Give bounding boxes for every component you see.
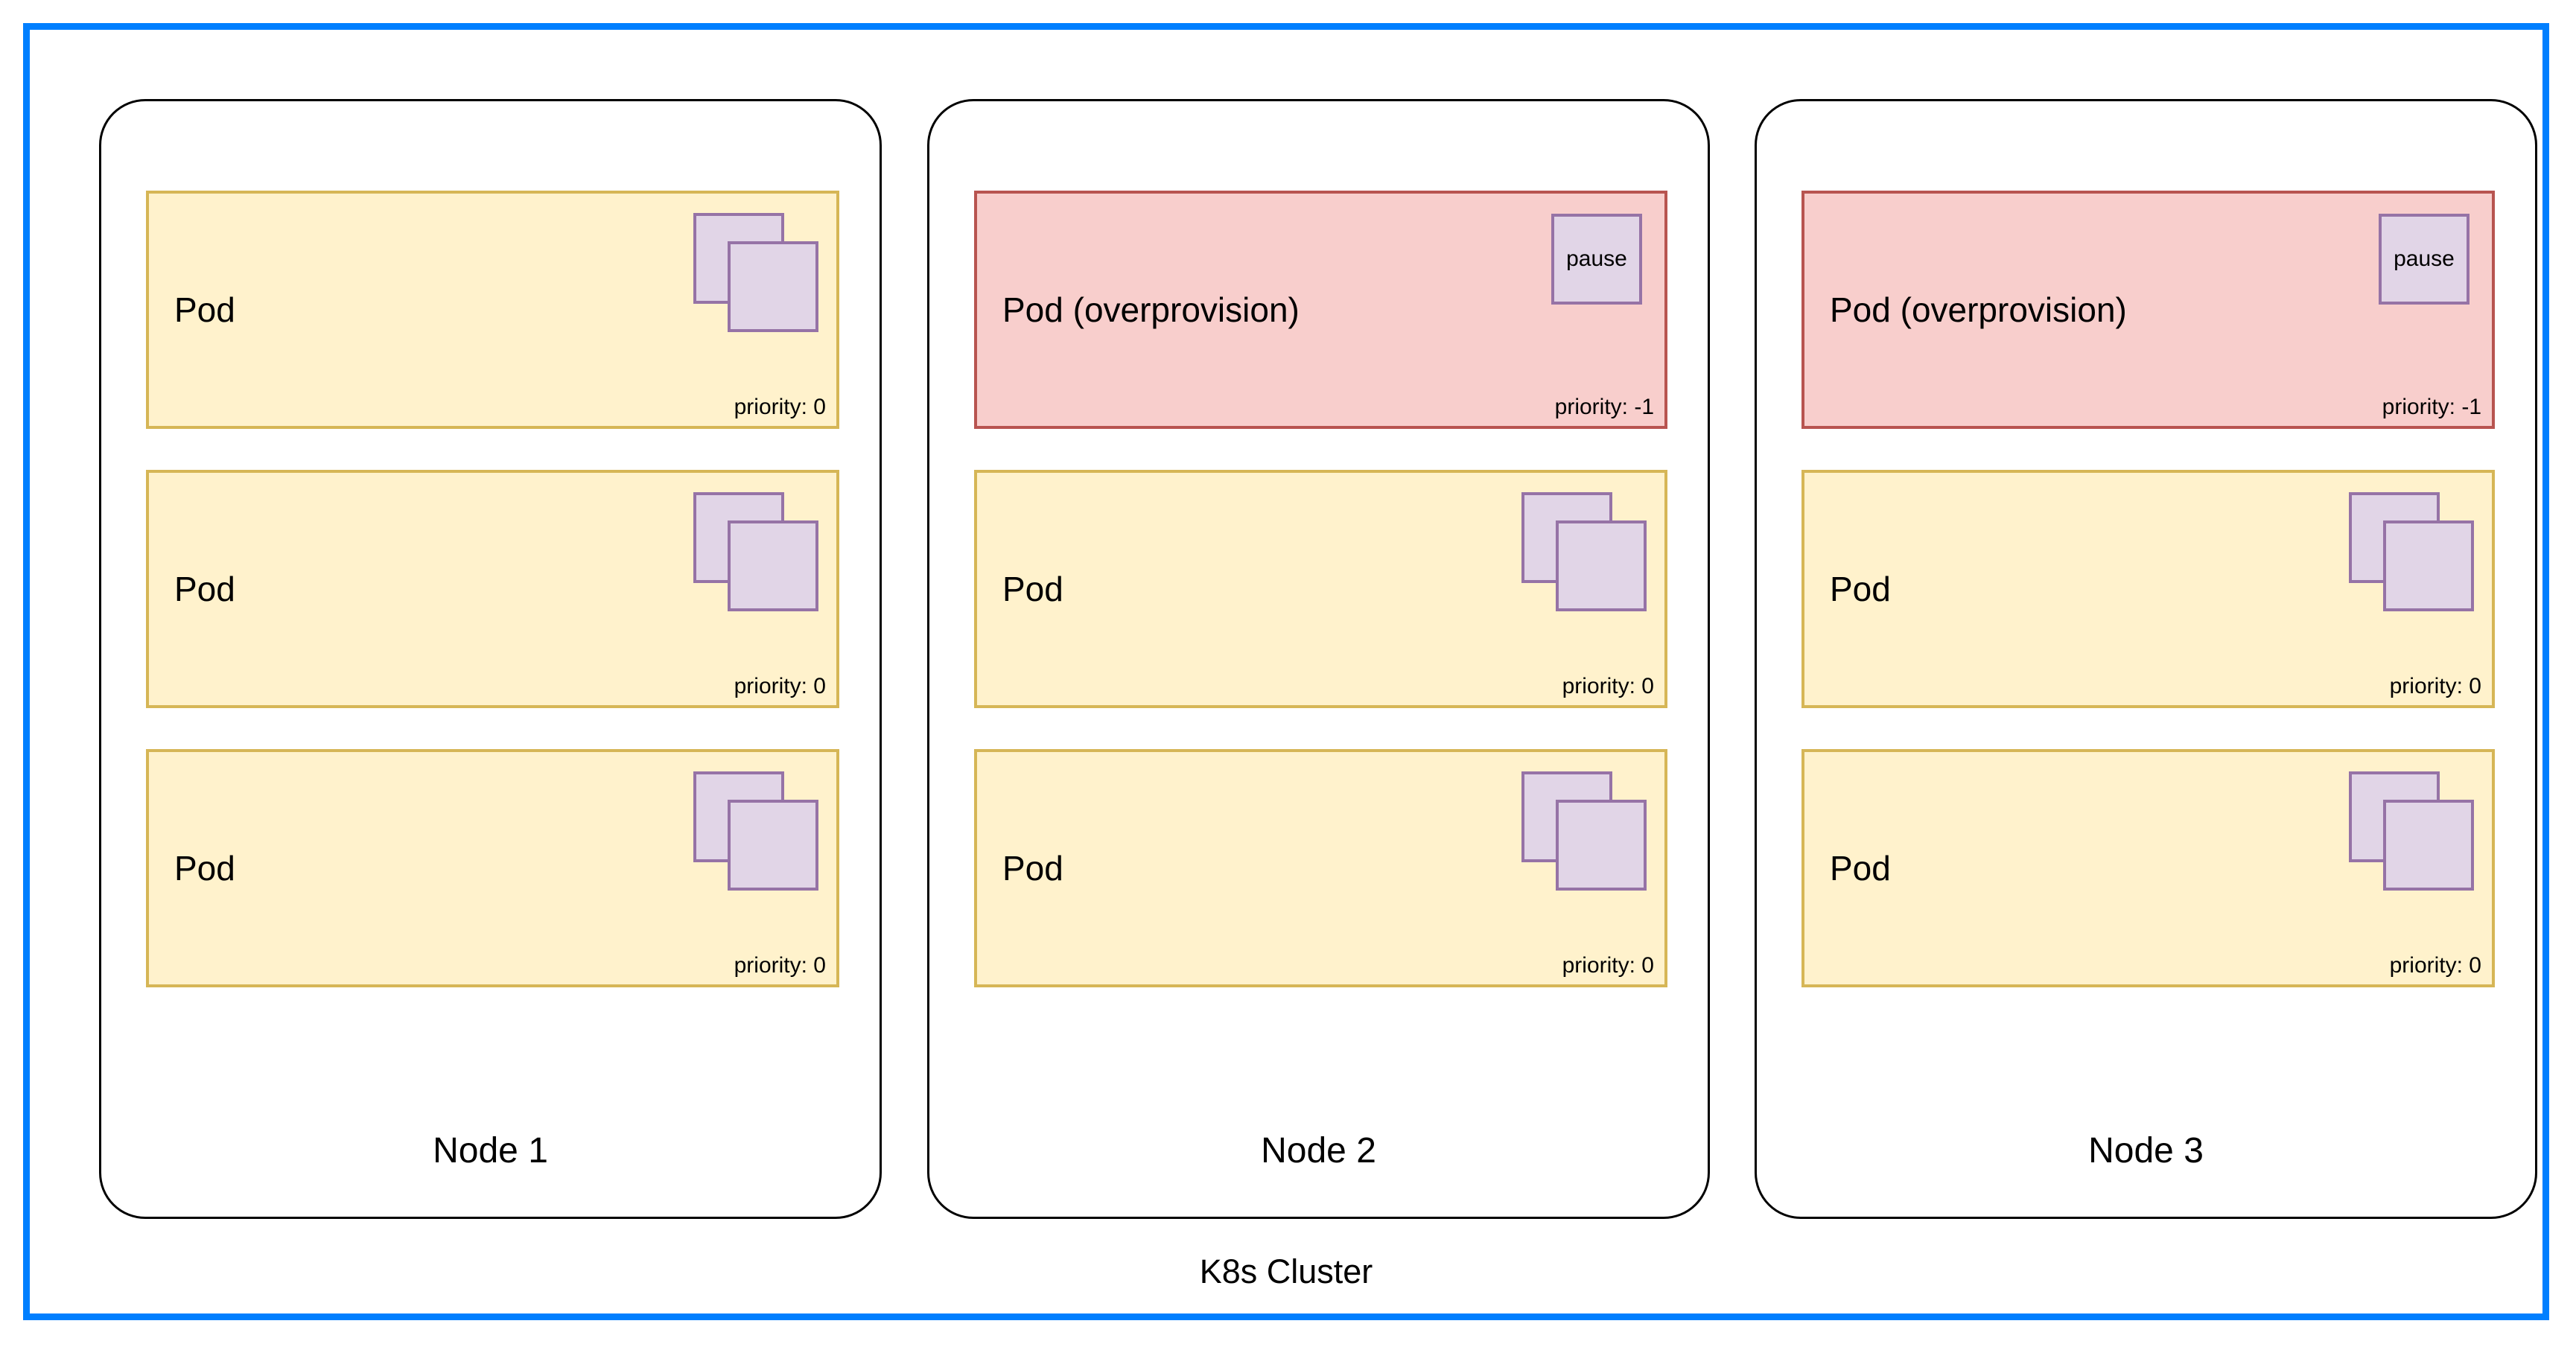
container-square-front bbox=[2383, 800, 2474, 891]
node-3[interactable]: Pod (overprovision) pause priority: -1 P… bbox=[1755, 99, 2537, 1219]
pod-priority-label: priority: 0 bbox=[1562, 674, 1654, 698]
pod-priority-label: priority: -1 bbox=[1554, 395, 1654, 419]
pod-node1-row3[interactable]: Pod priority: 0 bbox=[146, 749, 839, 987]
pod-node3-row2[interactable]: Pod priority: 0 bbox=[1801, 470, 2495, 708]
containers-icon bbox=[693, 213, 818, 332]
pod-node1-row2[interactable]: Pod priority: 0 bbox=[146, 470, 839, 708]
container-square-front bbox=[728, 241, 818, 332]
containers-icon bbox=[693, 492, 818, 611]
containers-icon bbox=[1521, 492, 1647, 611]
pod-priority-label: priority: 0 bbox=[1562, 953, 1654, 978]
pause-label: pause bbox=[2394, 246, 2455, 271]
pod-priority-label: priority: 0 bbox=[2389, 674, 2481, 698]
pod-priority-label: priority: -1 bbox=[2382, 395, 2481, 419]
pod-label: Pod bbox=[174, 849, 235, 888]
pod-node3-row1-overprovision[interactable]: Pod (overprovision) pause priority: -1 bbox=[1801, 191, 2495, 429]
container-square-front bbox=[1556, 800, 1647, 891]
pod-node2-row1-overprovision[interactable]: Pod (overprovision) pause priority: -1 bbox=[974, 191, 1667, 429]
pause-container-icon: pause bbox=[2379, 214, 2470, 305]
containers-icon bbox=[1521, 771, 1647, 891]
pod-label: Pod (overprovision) bbox=[1830, 290, 2127, 329]
node-label: Node 3 bbox=[2088, 1131, 2204, 1171]
pod-priority-label: priority: 0 bbox=[2389, 953, 2481, 978]
pod-node2-row3[interactable]: Pod priority: 0 bbox=[974, 749, 1667, 987]
pod-node1-row1[interactable]: Pod priority: 0 bbox=[146, 191, 839, 429]
containers-icon bbox=[2349, 492, 2474, 611]
pod-label: Pod bbox=[1830, 849, 1891, 888]
pod-priority-label: priority: 0 bbox=[734, 395, 826, 419]
pod-node2-row2[interactable]: Pod priority: 0 bbox=[974, 470, 1667, 708]
container-square-front bbox=[728, 800, 818, 891]
pod-label: Pod bbox=[1002, 849, 1063, 888]
pod-node3-row3[interactable]: Pod priority: 0 bbox=[1801, 749, 2495, 987]
containers-icon bbox=[693, 771, 818, 891]
k8s-cluster-boundary: Pod priority: 0 Pod priority: 0 Pod bbox=[23, 23, 2549, 1320]
node-label: Node 2 bbox=[1261, 1131, 1376, 1171]
pod-label: Pod bbox=[1830, 570, 1891, 608]
pod-priority-label: priority: 0 bbox=[734, 674, 826, 698]
pod-label: Pod (overprovision) bbox=[1002, 290, 1300, 329]
container-square-front bbox=[2383, 520, 2474, 611]
container-square-front bbox=[1556, 520, 1647, 611]
pause-container-icon: pause bbox=[1551, 214, 1642, 305]
node-label: Node 1 bbox=[433, 1131, 548, 1171]
pause-label: pause bbox=[1566, 246, 1627, 271]
container-square-front bbox=[728, 520, 818, 611]
node-2[interactable]: Pod (overprovision) pause priority: -1 P… bbox=[927, 99, 1710, 1219]
containers-icon bbox=[2349, 771, 2474, 891]
cluster-label: K8s Cluster bbox=[1199, 1252, 1373, 1290]
pod-label: Pod bbox=[174, 290, 235, 329]
pod-label: Pod bbox=[174, 570, 235, 608]
node-1[interactable]: Pod priority: 0 Pod priority: 0 Pod bbox=[99, 99, 882, 1219]
pod-priority-label: priority: 0 bbox=[734, 953, 826, 978]
pod-label: Pod bbox=[1002, 570, 1063, 608]
